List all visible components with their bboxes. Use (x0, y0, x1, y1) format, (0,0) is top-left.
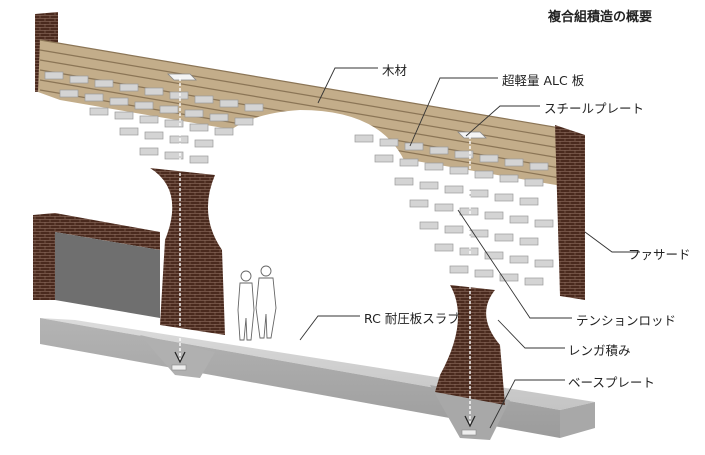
label-alc: 超軽量 ALC 板 (502, 73, 585, 88)
steel-plate-right (457, 131, 487, 139)
rc-slab (40, 318, 595, 440)
facade-brick-column (555, 125, 585, 300)
base-plate-left (171, 364, 187, 371)
label-tension-rod: テンションロッド (576, 313, 677, 328)
rod-arrows (174, 351, 476, 428)
label-wood: 木材 (382, 63, 408, 78)
label-base-plate: ベースプレート (568, 375, 655, 390)
arch-opening (200, 110, 470, 300)
label-facade: ファサード (628, 247, 691, 262)
right-pier (435, 285, 505, 405)
label-rc-slab: RC 耐圧板スラブ (364, 311, 460, 326)
diagram-title: 複合組積造の概要 (548, 10, 653, 25)
leader-lines (299, 67, 640, 429)
label-brick: レンガ積み (568, 343, 631, 358)
label-steel-plate: スチールプレート (544, 101, 645, 116)
left-wall (33, 213, 160, 318)
tension-rods (179, 78, 471, 425)
human-figures (237, 265, 277, 341)
base-plate-right (461, 429, 477, 436)
alc-blocks (44, 71, 554, 286)
steel-plate-left (167, 73, 197, 81)
left-pier (150, 168, 225, 335)
